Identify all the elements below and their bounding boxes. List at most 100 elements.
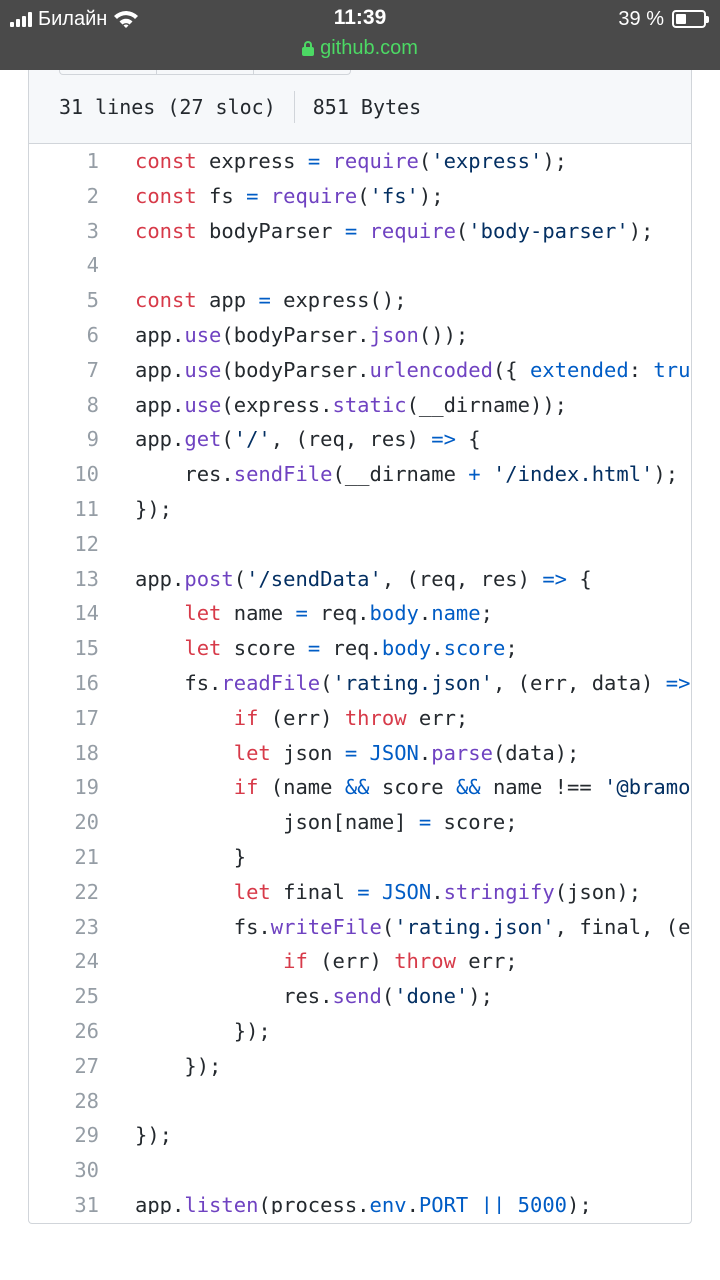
code-token <box>135 741 234 765</box>
line-number[interactable]: 27 <box>74 1053 99 1078</box>
code-token: req. <box>307 601 370 626</box>
line-number[interactable]: 11 <box>74 496 99 521</box>
url-domain[interactable]: github.com <box>320 36 418 59</box>
code-token: ( <box>381 914 395 939</box>
code-token: (express. <box>221 392 333 417</box>
code-token: app <box>196 288 259 313</box>
code-token <box>135 775 234 799</box>
code-line: 28 <box>29 1084 691 1119</box>
code-token: : <box>628 357 654 382</box>
line-number[interactable]: 16 <box>74 670 99 695</box>
line-number[interactable]: 26 <box>74 1018 99 1043</box>
code-token <box>320 149 332 173</box>
line-number[interactable]: 4 <box>86 253 99 278</box>
line-number[interactable]: 31 <box>74 1192 99 1214</box>
code-token: post <box>184 566 234 591</box>
code-token: , final, (e <box>554 914 691 939</box>
code-token: app. <box>135 566 185 591</box>
code-token <box>135 706 234 730</box>
line-number[interactable]: 24 <box>74 949 99 974</box>
line-number[interactable]: 15 <box>74 636 99 661</box>
code-line: 18 let json = JSON.parse(data); <box>29 736 691 771</box>
line-number[interactable]: 6 <box>86 322 99 347</box>
line-number[interactable]: 17 <box>74 705 99 730</box>
code-token: (bodyParser. <box>221 357 370 382</box>
code-token: && <box>344 775 370 800</box>
code-token: ({ <box>492 357 530 382</box>
line-number[interactable]: 23 <box>74 914 99 939</box>
code-token: extended <box>529 357 629 382</box>
code-token: = <box>295 601 308 626</box>
code-token: }); <box>135 1123 173 1148</box>
line-number[interactable]: 30 <box>74 1158 99 1183</box>
line-number[interactable]: 13 <box>74 566 99 591</box>
code-token: json[name] <box>135 810 419 835</box>
code-token: const <box>135 183 197 208</box>
line-number[interactable]: 20 <box>74 810 99 835</box>
code-token <box>135 636 184 660</box>
battery-level <box>676 14 687 24</box>
code-line: 29}); <box>29 1118 691 1153</box>
code-line: 11}); <box>29 492 691 527</box>
code-token: let <box>233 740 271 765</box>
line-number[interactable]: 8 <box>86 392 99 417</box>
line-number[interactable]: 3 <box>86 218 99 243</box>
line-code: app.use(express.static(__dirname)); <box>135 388 567 423</box>
line-number[interactable]: 19 <box>74 775 99 800</box>
code-token: { <box>690 671 691 695</box>
line-number[interactable]: 5 <box>86 288 99 313</box>
code-token: if <box>233 705 259 730</box>
code-token: score <box>369 775 456 800</box>
code-token: res. <box>135 984 333 1009</box>
line-code: fs.writeFile('rating.json', final, (e <box>135 910 691 945</box>
code-line: 16 fs.readFile('rating.json', (err, data… <box>29 666 691 701</box>
line-number[interactable]: 7 <box>86 357 99 382</box>
code-token: ; <box>505 636 518 661</box>
clock: 11:39 <box>333 6 387 29</box>
code-token <box>357 741 369 765</box>
history-button[interactable] <box>254 70 350 74</box>
code-line: 17 if (err) throw err; <box>29 701 691 736</box>
code-token: . <box>431 636 444 661</box>
wifi-icon <box>114 11 139 28</box>
line-number[interactable]: 12 <box>74 531 99 556</box>
code-line: 30 <box>29 1153 691 1188</box>
line-number[interactable]: 28 <box>74 1088 99 1113</box>
code-token: ( <box>320 670 333 695</box>
line-number[interactable]: 10 <box>74 462 99 487</box>
carrier-group: Билайн <box>10 6 139 32</box>
signal-icon <box>10 11 32 27</box>
code-token: app. <box>135 322 185 347</box>
raw-button[interactable] <box>60 70 157 74</box>
code-token: PORT <box>418 1192 469 1214</box>
line-number[interactable]: 21 <box>74 844 99 869</box>
line-number[interactable]: 2 <box>86 183 99 208</box>
blame-button[interactable] <box>157 70 254 74</box>
line-number[interactable]: 25 <box>74 984 99 1009</box>
line-number[interactable]: 9 <box>86 427 99 452</box>
code-line: 4 <box>29 248 691 283</box>
file-actions-button-group[interactable] <box>59 70 351 75</box>
code-token: use <box>184 322 222 347</box>
code-token: = <box>344 740 358 765</box>
address-bar[interactable]: github.com <box>0 34 720 62</box>
line-number[interactable]: 14 <box>74 601 99 626</box>
code-token: score; <box>431 810 518 835</box>
code-token: readFile <box>221 670 321 695</box>
line-code: app.use(bodyParser.urlencoded({ extended… <box>135 353 691 388</box>
line-number[interactable]: 18 <box>74 740 99 765</box>
code-token: '@bramo <box>604 775 691 800</box>
code-token: = <box>357 879 370 904</box>
code-token: => <box>431 427 456 452</box>
line-number[interactable]: 22 <box>74 879 99 904</box>
line-number[interactable]: 29 <box>74 1123 99 1148</box>
code-line: 27 }); <box>29 1049 691 1084</box>
code-token: ( <box>455 218 469 243</box>
code-token: ); <box>567 1192 592 1214</box>
code-token: score <box>221 636 308 661</box>
line-number[interactable]: 1 <box>86 149 99 173</box>
code-token: }); <box>135 1053 222 1078</box>
line-code: app.listen(process.env.PORT || 5000); <box>135 1188 592 1214</box>
code-token: send <box>332 984 382 1009</box>
